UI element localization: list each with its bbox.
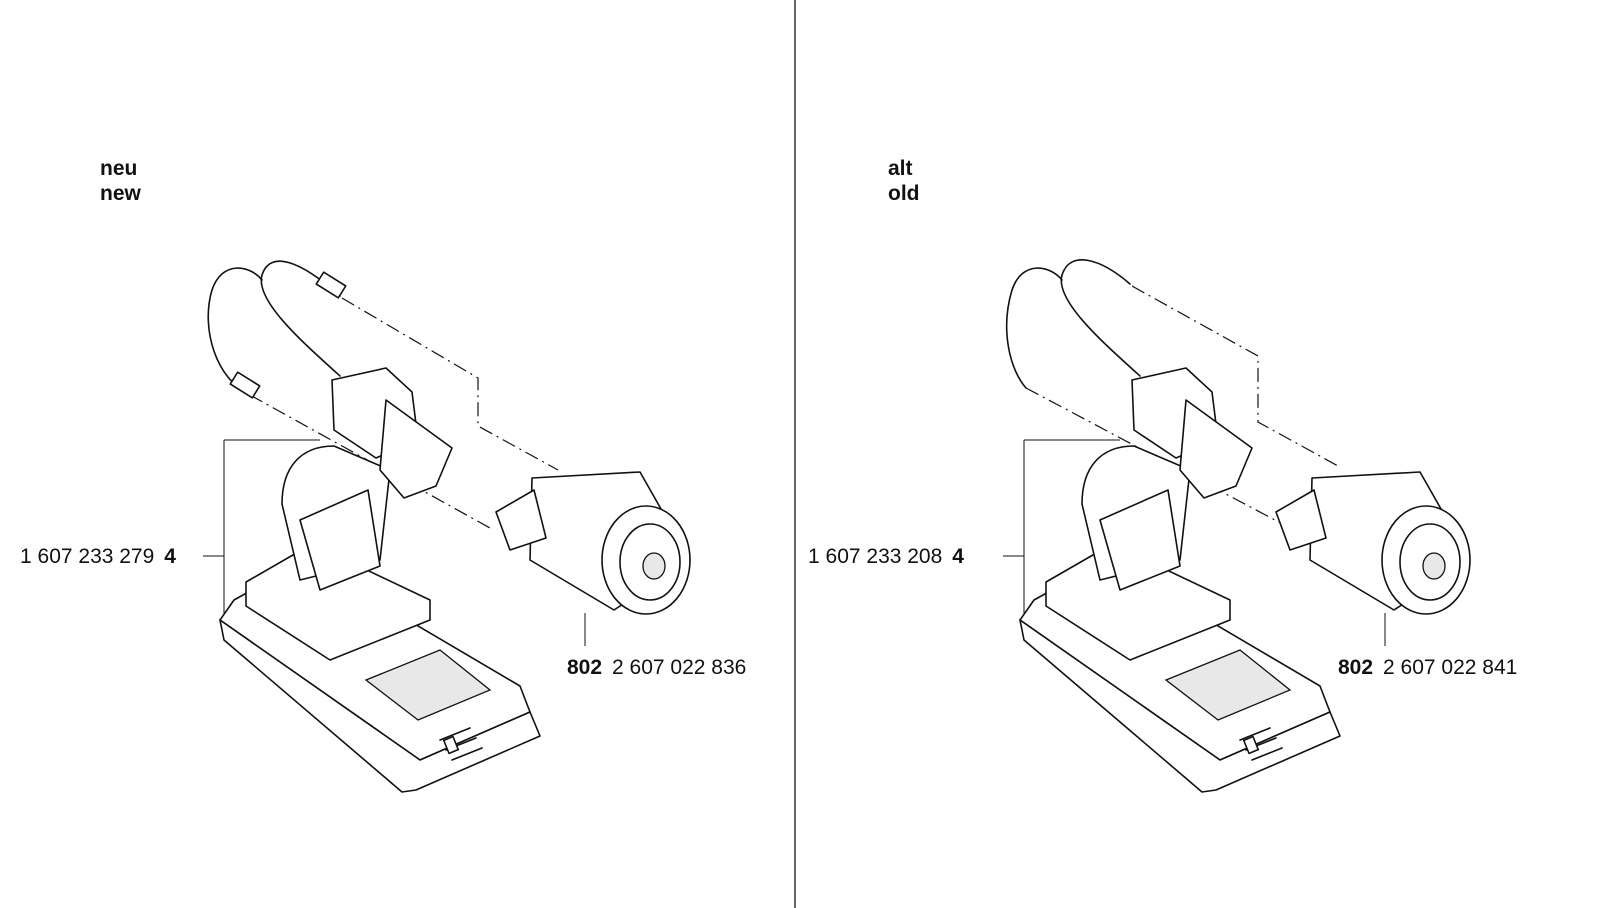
motor — [495, 471, 691, 615]
housing-callout-line — [203, 439, 320, 614]
title-german: alt — [888, 157, 913, 180]
motor — [1275, 471, 1471, 615]
cable-connector-bottom — [229, 371, 261, 399]
battery-window — [1164, 649, 1292, 721]
title-english: old — [888, 182, 920, 205]
battery-window — [364, 649, 492, 721]
housing-base-front — [1019, 619, 1341, 793]
cable-wire-a — [1060, 259, 1141, 377]
motor-item-number: 802 — [567, 656, 603, 679]
panel-new: neu new 1 607 233 279 4 802 2 607 022 836 — [0, 0, 790, 908]
cable-wire-b — [207, 267, 263, 393]
switch-trigger — [1179, 399, 1253, 499]
housing-part-label: 1 607 233 279 4 — [20, 545, 176, 569]
assembly-line-top — [1131, 285, 1339, 467]
panel-old: alt old 1 607 233 208 4 802 2 607 022 841 — [800, 0, 1590, 908]
assembly-line-top — [341, 297, 559, 471]
charge-indicator — [1242, 735, 1260, 755]
housing-part-label: 1 607 233 208 4 — [808, 545, 964, 569]
title-german: neu — [100, 157, 138, 180]
charge-indicator — [442, 735, 460, 755]
housing-part-number: 1 607 233 279 — [20, 545, 155, 568]
motor-part-number: 2 607 022 836 — [612, 656, 747, 679]
motor-part-label: 802 2 607 022 836 — [567, 656, 746, 680]
title-english: new — [100, 182, 141, 205]
housing-base-front — [219, 619, 541, 793]
cable-connector-top — [315, 271, 347, 299]
switch-trigger — [379, 399, 453, 499]
housing-callout-line — [1003, 439, 1120, 614]
housing-item-number: 4 — [164, 545, 176, 568]
motor-part-label: 802 2 607 022 841 — [1338, 656, 1517, 680]
housing-item-number: 4 — [952, 545, 964, 568]
exploded-view-new — [203, 260, 691, 793]
cable-wire-b — [1005, 267, 1063, 389]
motor-part-number: 2 607 022 841 — [1383, 656, 1518, 679]
panel-title: alt old — [888, 156, 920, 206]
motor-item-number: 802 — [1338, 656, 1374, 679]
panel-divider — [794, 0, 796, 908]
exploded-view-old — [1003, 259, 1471, 793]
housing-trigger-block — [299, 489, 381, 591]
cable-wire-a — [260, 260, 341, 377]
housing-trigger-block — [1099, 489, 1181, 591]
panel-title: neu new — [100, 156, 141, 206]
housing-part-number: 1 607 233 208 — [808, 545, 943, 568]
